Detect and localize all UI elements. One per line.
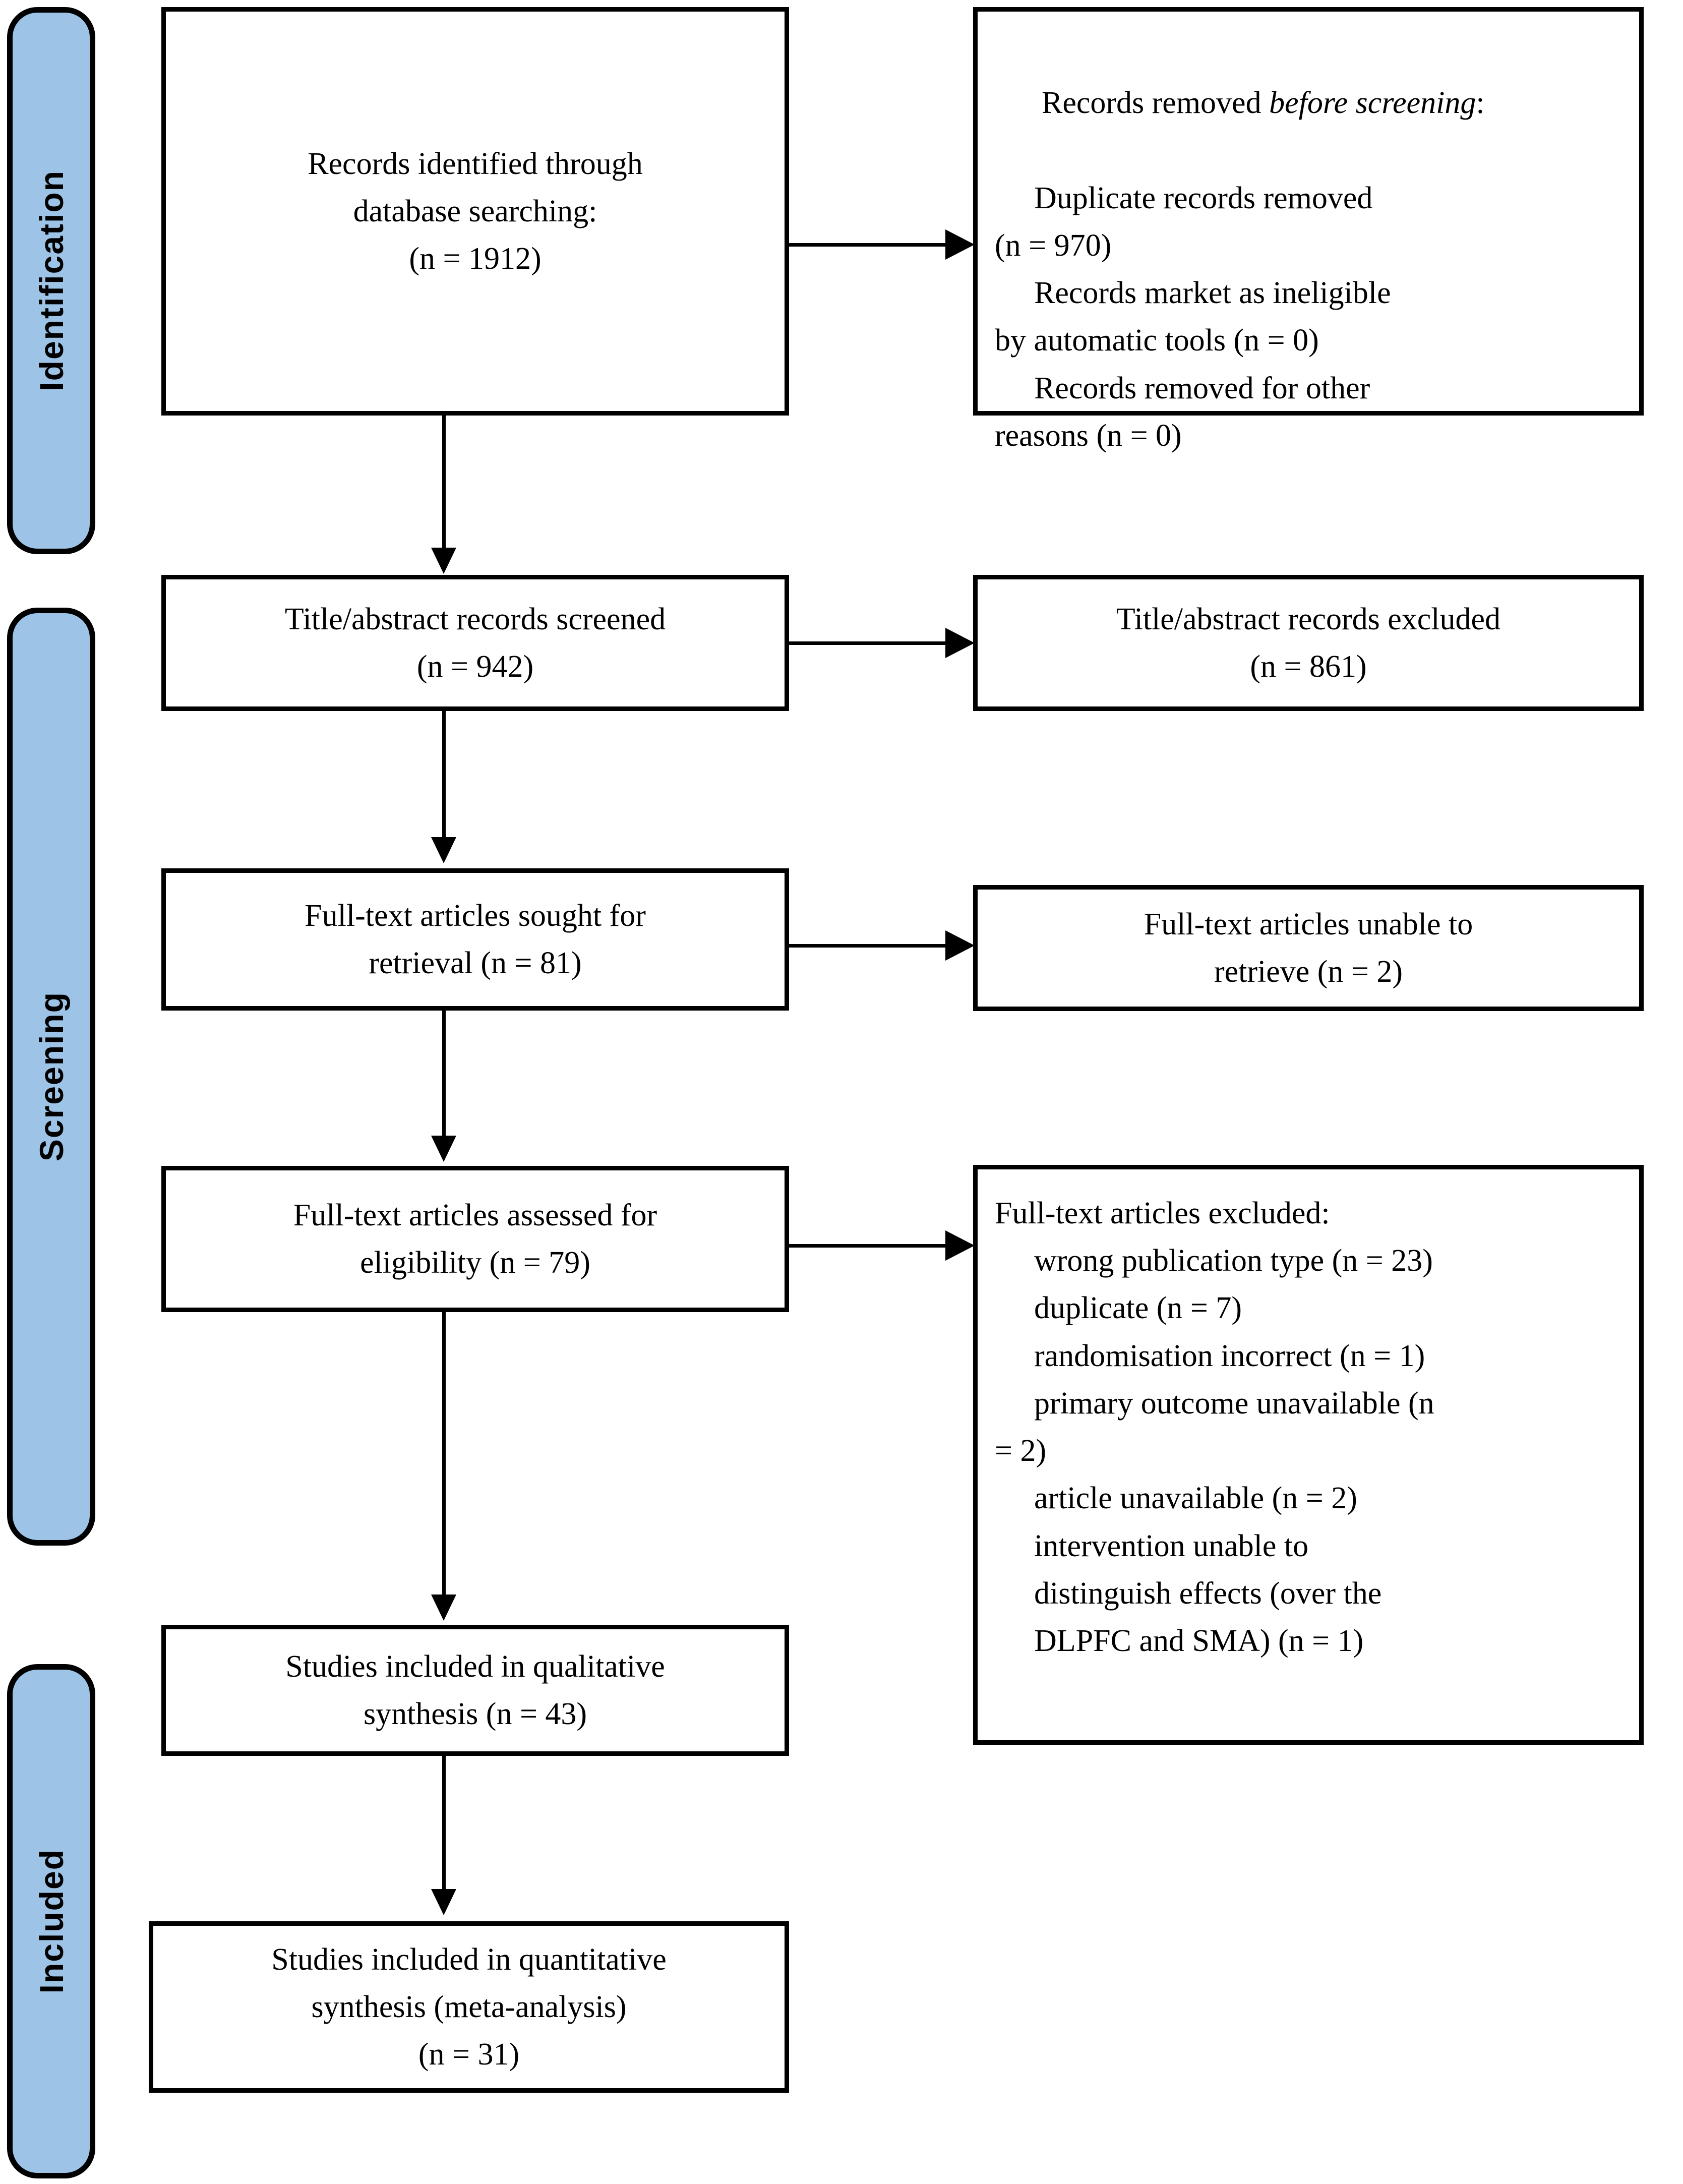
connector-shaft [789,1244,946,1248]
stage-banner-included: Included [7,1664,95,2178]
records-screened-count: (n = 942) [416,650,534,684]
records-identified-line1: Records identified through [308,146,643,181]
connector-shaft [442,711,446,841]
box-fulltext-sought: Full-text articles sought for retrieval … [161,868,789,1011]
arrow-head-down [431,548,456,574]
records-removed-ineligible-line1: Records market as ineligible [1034,276,1391,311]
records-removed-duplicates-line1: Duplicate records removed [1034,181,1373,215]
records-removed-heading-emphasis: before screening [1269,86,1476,121]
records-removed-heading-suffix: : [1476,86,1485,121]
connector-shaft [442,1011,446,1140]
arrow-head-right [945,628,975,658]
records-removed-heading-prefix: Records removed [1042,86,1270,121]
arrow-head-down [431,1889,456,1915]
records-identified-line2: database searching: [353,194,597,228]
box-fulltext-excluded: Full-text articles excluded: wrong publi… [973,1165,1644,1745]
records-identified-count: (n = 1912) [409,242,542,276]
fulltext-excluded-heading: Full-text articles excluded: [995,1196,1330,1230]
connector-shaft [789,243,946,247]
fulltext-excluded-reason-wrong-publication-type: wrong publication type (n = 23) [1034,1244,1433,1278]
fulltext-not-retrieved-line1: Full-text articles unable to [1144,907,1473,941]
stage-banner-screening: Screening [7,608,95,1546]
connector-screened-to-excluded [789,628,976,658]
records-excluded-count: (n = 861) [1250,650,1367,684]
connector-shaft [789,944,946,948]
fulltext-assessed-line1: Full-text articles assessed for [293,1198,657,1232]
box-fulltext-not-retrieved: Full-text articles unable to retrieve (n… [973,885,1644,1011]
fulltext-excluded-reason-intervention-line2: distinguish effects (over the [1034,1576,1382,1611]
arrow-head-down [431,1595,456,1621]
box-records-excluded: Title/abstract records excluded (n = 861… [973,575,1644,711]
records-removed-other-line1: Records removed for other [1034,371,1370,405]
arrow-head-down [431,1136,456,1162]
connector-shaft [442,1756,446,1893]
arrow-head-right [945,229,975,260]
stage-banner-identification: Identification [7,7,95,554]
fulltext-excluded-reason-randomisation-incorrect: randomisation incorrect (n = 1) [1034,1338,1425,1373]
connector-identified-to-screened [429,416,459,577]
connector-screened-to-sought [429,711,459,867]
records-screened-line1: Title/abstract records screened [284,602,666,636]
fulltext-excluded-reason-intervention-line1: intervention unable to [1034,1528,1309,1563]
included-quantitative-line2: synthesis (meta-analysis) [311,1989,627,2024]
box-fulltext-assessed: Full-text articles assessed for eligibil… [161,1166,789,1312]
fulltext-excluded-reason-intervention-line3: DLPFC and SMA) (n = 1) [1034,1624,1364,1659]
connector-sought-to-not-retrieved [789,930,976,961]
included-quantitative-count: (n = 31) [418,2037,520,2072]
included-qualitative-line1: Studies included in qualitative [285,1649,665,1684]
box-records-removed-before-screening: Records removed before screening: Duplic… [973,7,1644,453]
box-included-quantitative: Studies included in quantitative synthes… [149,1921,789,2093]
stage-label-screening: Screening [32,991,70,1162]
arrow-head-right [945,930,975,961]
records-removed-duplicates-count: (n = 970) [995,228,1112,263]
connector-shaft [442,416,446,552]
connector-shaft [789,641,946,645]
fulltext-assessed-count: eligibility (n = 79) [360,1246,590,1280]
connector-assessed-to-qualitative [429,1312,459,1625]
connector-assessed-to-excluded [789,1230,976,1261]
connector-shaft [442,1312,446,1599]
fulltext-sought-count: retrieval (n = 81) [369,946,582,980]
stage-label-included: Included [32,1849,70,1994]
fulltext-excluded-reason-primary-outcome-line2: = 2) [995,1434,1047,1468]
fulltext-excluded-reason-primary-outcome-line1: primary outcome unavailable (n [1034,1386,1434,1421]
connector-sought-to-assessed [429,1011,459,1167]
connector-identified-to-removed [789,229,976,260]
included-qualitative-count: synthesis (n = 43) [363,1697,587,1731]
fulltext-not-retrieved-count: retrieve (n = 2) [1214,955,1403,989]
arrow-head-down [431,837,456,863]
arrow-head-right [945,1230,975,1261]
fulltext-excluded-reason-article-unavailable: article unavailable (n = 2) [1034,1481,1357,1516]
stage-label-identification: Identification [32,170,70,391]
records-removed-heading: Records removed before screening: [995,32,1485,174]
box-records-identified: Records identified through database sear… [161,7,789,416]
included-quantitative-line1: Studies included in quantitative [271,1942,667,1977]
fulltext-sought-line1: Full-text articles sought for [305,898,646,933]
records-removed-ineligible-line2: by automatic tools (n = 0) [995,323,1319,358]
box-records-screened: Title/abstract records screened (n = 942… [161,575,789,711]
records-excluded-line1: Title/abstract records excluded [1116,602,1501,636]
connector-qualitative-to-quantitative [429,1756,459,1922]
box-included-qualitative: Studies included in qualitative synthesi… [161,1625,789,1756]
records-removed-other-line2: reasons (n = 0) [995,418,1182,453]
fulltext-excluded-reason-duplicate: duplicate (n = 7) [1034,1291,1242,1326]
